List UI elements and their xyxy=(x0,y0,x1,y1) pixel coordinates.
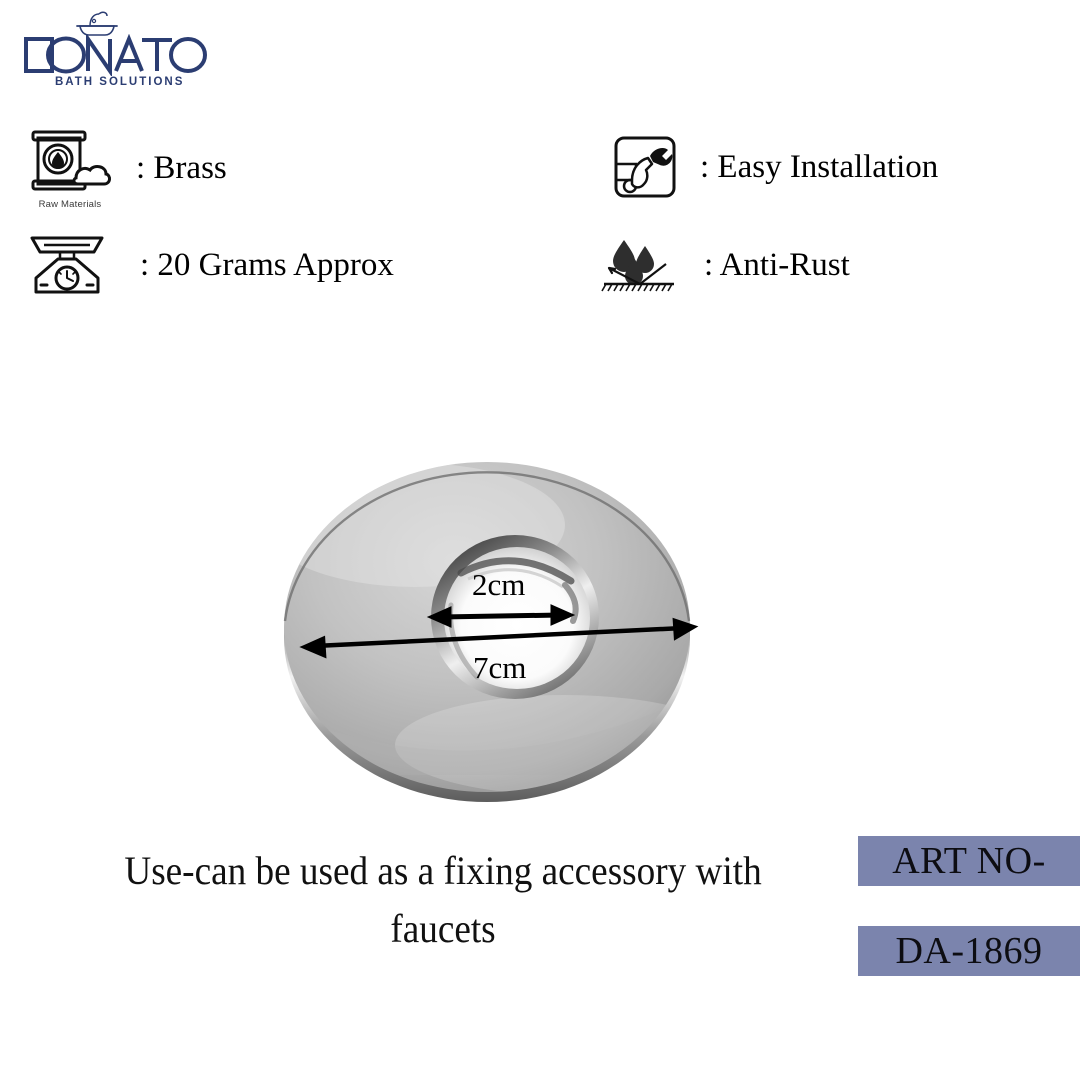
bathtub-icon xyxy=(76,11,118,36)
dimension-label-hole: 2cm xyxy=(472,567,526,602)
art-number-value-badge: DA-1869 xyxy=(858,926,1080,976)
dimension-label-outer: 7cm xyxy=(473,650,527,685)
feature-text-weight: : 20 Grams Approx xyxy=(140,247,394,283)
feature-weight: : 20 Grams Approx xyxy=(22,232,394,299)
weighing-scale-icon xyxy=(22,232,112,299)
brand-wordmark xyxy=(24,34,207,76)
brand-logo: BATH SOLUTIONS xyxy=(22,6,282,102)
feature-raw-material: Raw Materials : Brass xyxy=(26,126,227,210)
feature-text-material: : Brass xyxy=(136,149,227,186)
usage-caption: Use-can be used as a fixing accessory wi… xyxy=(124,848,762,951)
product-image-area: 2cm 7cm xyxy=(265,445,725,835)
feature-installation: : Easy Installation xyxy=(612,134,938,201)
raw-materials-barrel-icon: Raw Materials xyxy=(26,126,114,210)
feature-text-installation: : Easy Installation xyxy=(700,149,939,185)
dimension-arrow-outer xyxy=(299,617,699,659)
hand-wrench-installation-icon xyxy=(612,134,678,201)
feature-anti-rust: : Anti-Rust xyxy=(600,234,850,297)
chrome-flange-washer-image xyxy=(283,462,699,802)
icon-sublabel: Raw Materials xyxy=(38,199,102,210)
art-number-label-badge: ART NO- xyxy=(858,836,1080,886)
water-repellent-droplets-icon xyxy=(600,234,682,297)
brand-tagline: BATH SOLUTIONS xyxy=(55,76,185,88)
dimension-arrow-hole xyxy=(426,604,576,628)
feature-text-anti-rust: : Anti-Rust xyxy=(704,247,850,283)
